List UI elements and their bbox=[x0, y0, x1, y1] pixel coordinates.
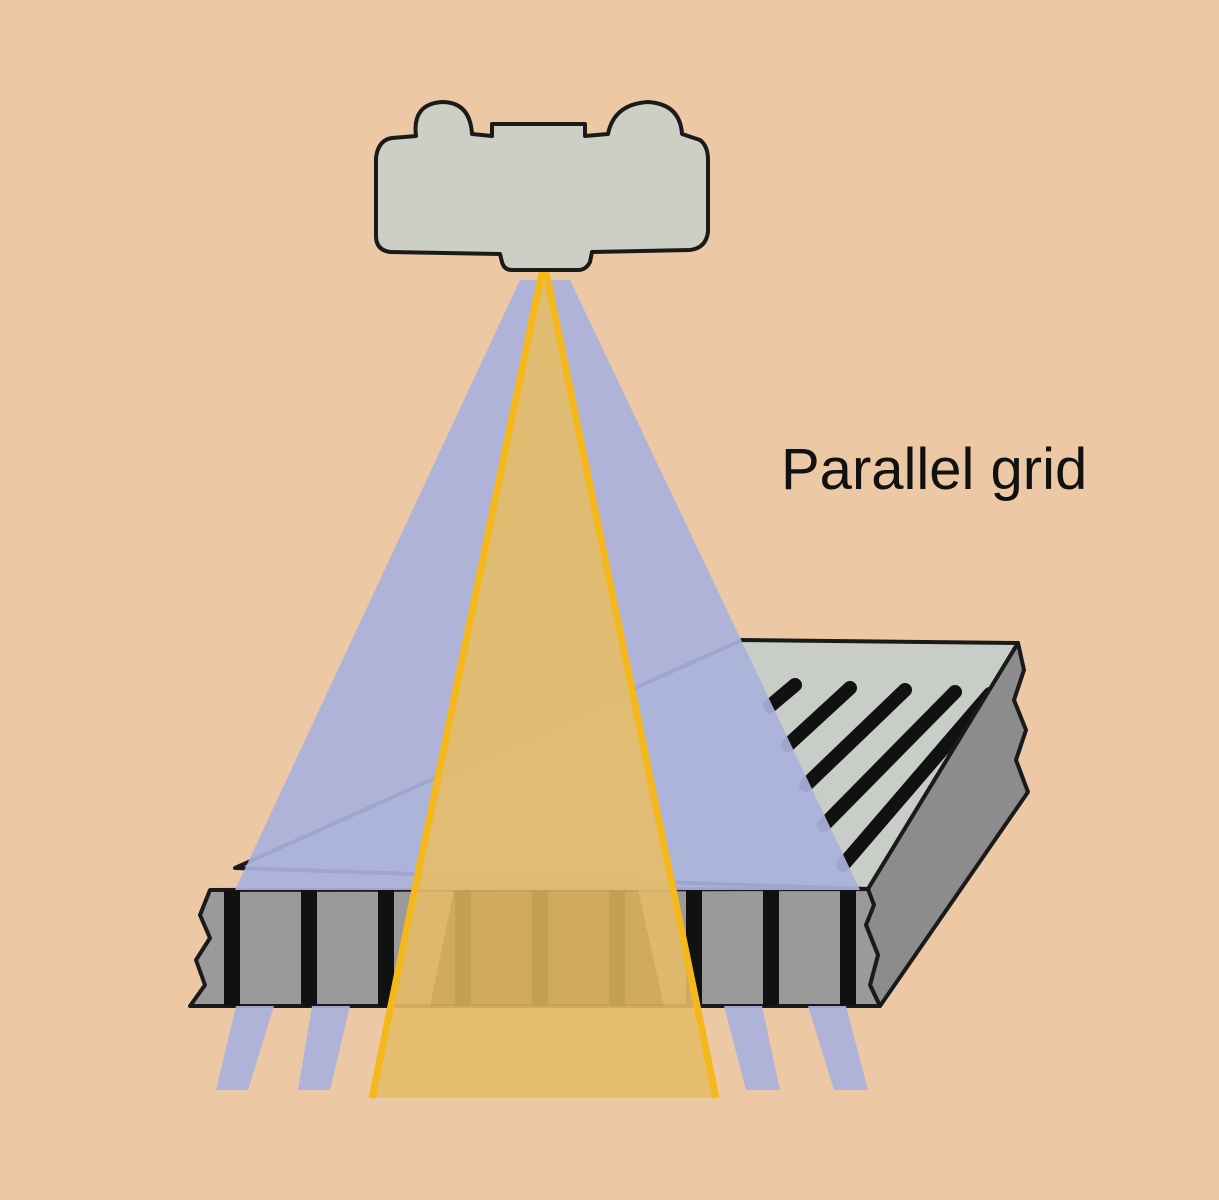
grid-septum bbox=[224, 890, 240, 1006]
beam-ray bbox=[724, 1006, 780, 1090]
grid-septum bbox=[301, 890, 317, 1006]
top-septum bbox=[817, 685, 962, 832]
top-septum bbox=[781, 681, 857, 752]
grid-septum bbox=[763, 890, 779, 1006]
diagram-caption: Parallel grid bbox=[781, 437, 1087, 502]
grid-septum bbox=[840, 890, 856, 1006]
central-beam-cone bbox=[370, 262, 716, 1098]
xray-tube bbox=[374, 100, 710, 272]
grid-septum bbox=[378, 890, 394, 1006]
top-septum bbox=[836, 687, 997, 872]
top-septum bbox=[763, 678, 802, 713]
beam-ray bbox=[216, 1006, 274, 1090]
beam-ray bbox=[808, 1006, 868, 1090]
central-beam-overlay bbox=[430, 890, 664, 1006]
top-septum bbox=[799, 683, 912, 792]
central-beam-edge-right bbox=[540, 261, 720, 1099]
grid-top-septa bbox=[763, 678, 997, 872]
beam-ray bbox=[298, 1006, 350, 1090]
central-beam bbox=[368, 261, 720, 1099]
central-beam-edge-left bbox=[368, 261, 548, 1099]
